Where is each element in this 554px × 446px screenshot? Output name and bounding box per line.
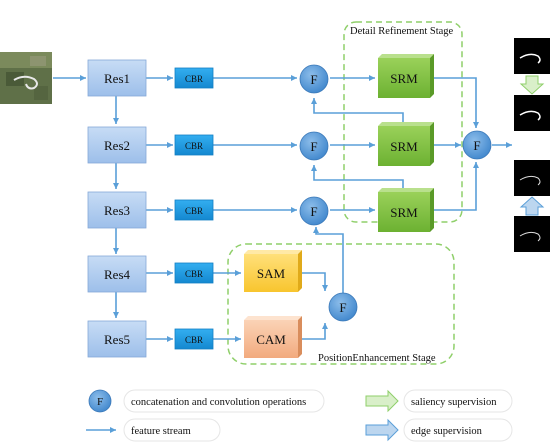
svg-text:CBR: CBR: [185, 74, 203, 84]
svg-text:CBR: CBR: [185, 141, 203, 151]
fusion-node-1: F: [299, 64, 329, 94]
svg-text:concatenation and convolution: concatenation and convolution operations: [131, 397, 306, 408]
svg-text:SRM: SRM: [390, 71, 418, 86]
cam-block: CAM: [244, 316, 302, 358]
input-image: [0, 52, 52, 104]
edge-prediction-map: [514, 160, 550, 196]
svg-text:F: F: [310, 139, 317, 154]
fusion-nodes: F F F F F: [299, 64, 492, 322]
svg-text:F: F: [97, 396, 103, 408]
cbr-block-1: CBR: [174, 67, 214, 89]
svg-text:SRM: SRM: [390, 139, 418, 154]
position-enhancement-title: PositionEnhancement Stage: [318, 353, 436, 364]
svg-text:feature stream: feature stream: [131, 426, 191, 437]
srm-block-2: SRM: [378, 122, 434, 166]
svg-text:CBR: CBR: [185, 335, 203, 345]
detail-refinement-title: Detail Refinement Stage: [350, 26, 454, 37]
cbr-block-2: CBR: [174, 134, 214, 156]
svg-text:CAM: CAM: [256, 332, 286, 347]
svg-text:F: F: [473, 138, 480, 153]
legend: F concatenation and convolution operatio…: [86, 389, 513, 442]
svg-text:saliency supervision: saliency supervision: [411, 397, 497, 408]
svg-text:edge supervision: edge supervision: [411, 426, 483, 437]
cbr-blocks: CBR CBR CBR CBR CBR: [174, 67, 214, 350]
fusion-node-final: F: [462, 130, 492, 160]
saliency-prediction-map: [514, 95, 550, 131]
sam-block: SAM: [244, 250, 302, 292]
res5-block: Res5: [87, 320, 147, 358]
srm-block-1: SRM: [378, 54, 434, 98]
cbr-block-3: CBR: [174, 199, 214, 221]
position-enhancement-region: [227, 243, 455, 365]
svg-text:SAM: SAM: [257, 266, 286, 281]
cbr-block-5: CBR: [174, 328, 214, 350]
res4-block: Res4: [87, 255, 147, 293]
svg-text:F: F: [310, 72, 317, 87]
res3-block: Res3: [87, 191, 147, 229]
svg-text:CBR: CBR: [185, 206, 203, 216]
svg-text:F: F: [310, 204, 317, 219]
svg-text:CBR: CBR: [185, 269, 203, 279]
backbone: Res1 Res2 Res3 Res4 Res5: [87, 59, 147, 358]
feature-stream-arrows: [53, 75, 512, 342]
legend-saliency: saliency supervision: [365, 389, 513, 413]
res1-block: Res1: [87, 59, 147, 97]
cbr-block-4: CBR: [174, 262, 214, 284]
svg-text:F: F: [339, 300, 346, 315]
svg-text:Res2: Res2: [104, 138, 130, 153]
edge-gt-map: [514, 216, 550, 252]
legend-feature-stream: feature stream: [86, 418, 221, 442]
srm-blocks: SRM SRM SRM: [378, 54, 434, 232]
saliency-gt-map: [514, 38, 550, 74]
fusion-node-position: F: [328, 292, 358, 322]
svg-text:SRM: SRM: [390, 205, 418, 220]
svg-text:Res5: Res5: [104, 332, 130, 347]
svg-text:Res4: Res4: [104, 267, 131, 282]
svg-text:Res3: Res3: [104, 203, 130, 218]
legend-concat: F concatenation and convolution operatio…: [88, 389, 325, 413]
srm-block-3: SRM: [378, 188, 434, 232]
edge-arrow: [519, 196, 545, 216]
svg-text:Res1: Res1: [104, 71, 130, 86]
fusion-node-2: F: [299, 131, 329, 161]
res2-block: Res2: [87, 126, 147, 164]
fusion-node-3: F: [299, 196, 329, 226]
saliency-arrow: [519, 75, 545, 95]
output-maps: [514, 38, 550, 252]
legend-edge: edge supervision: [365, 418, 513, 442]
